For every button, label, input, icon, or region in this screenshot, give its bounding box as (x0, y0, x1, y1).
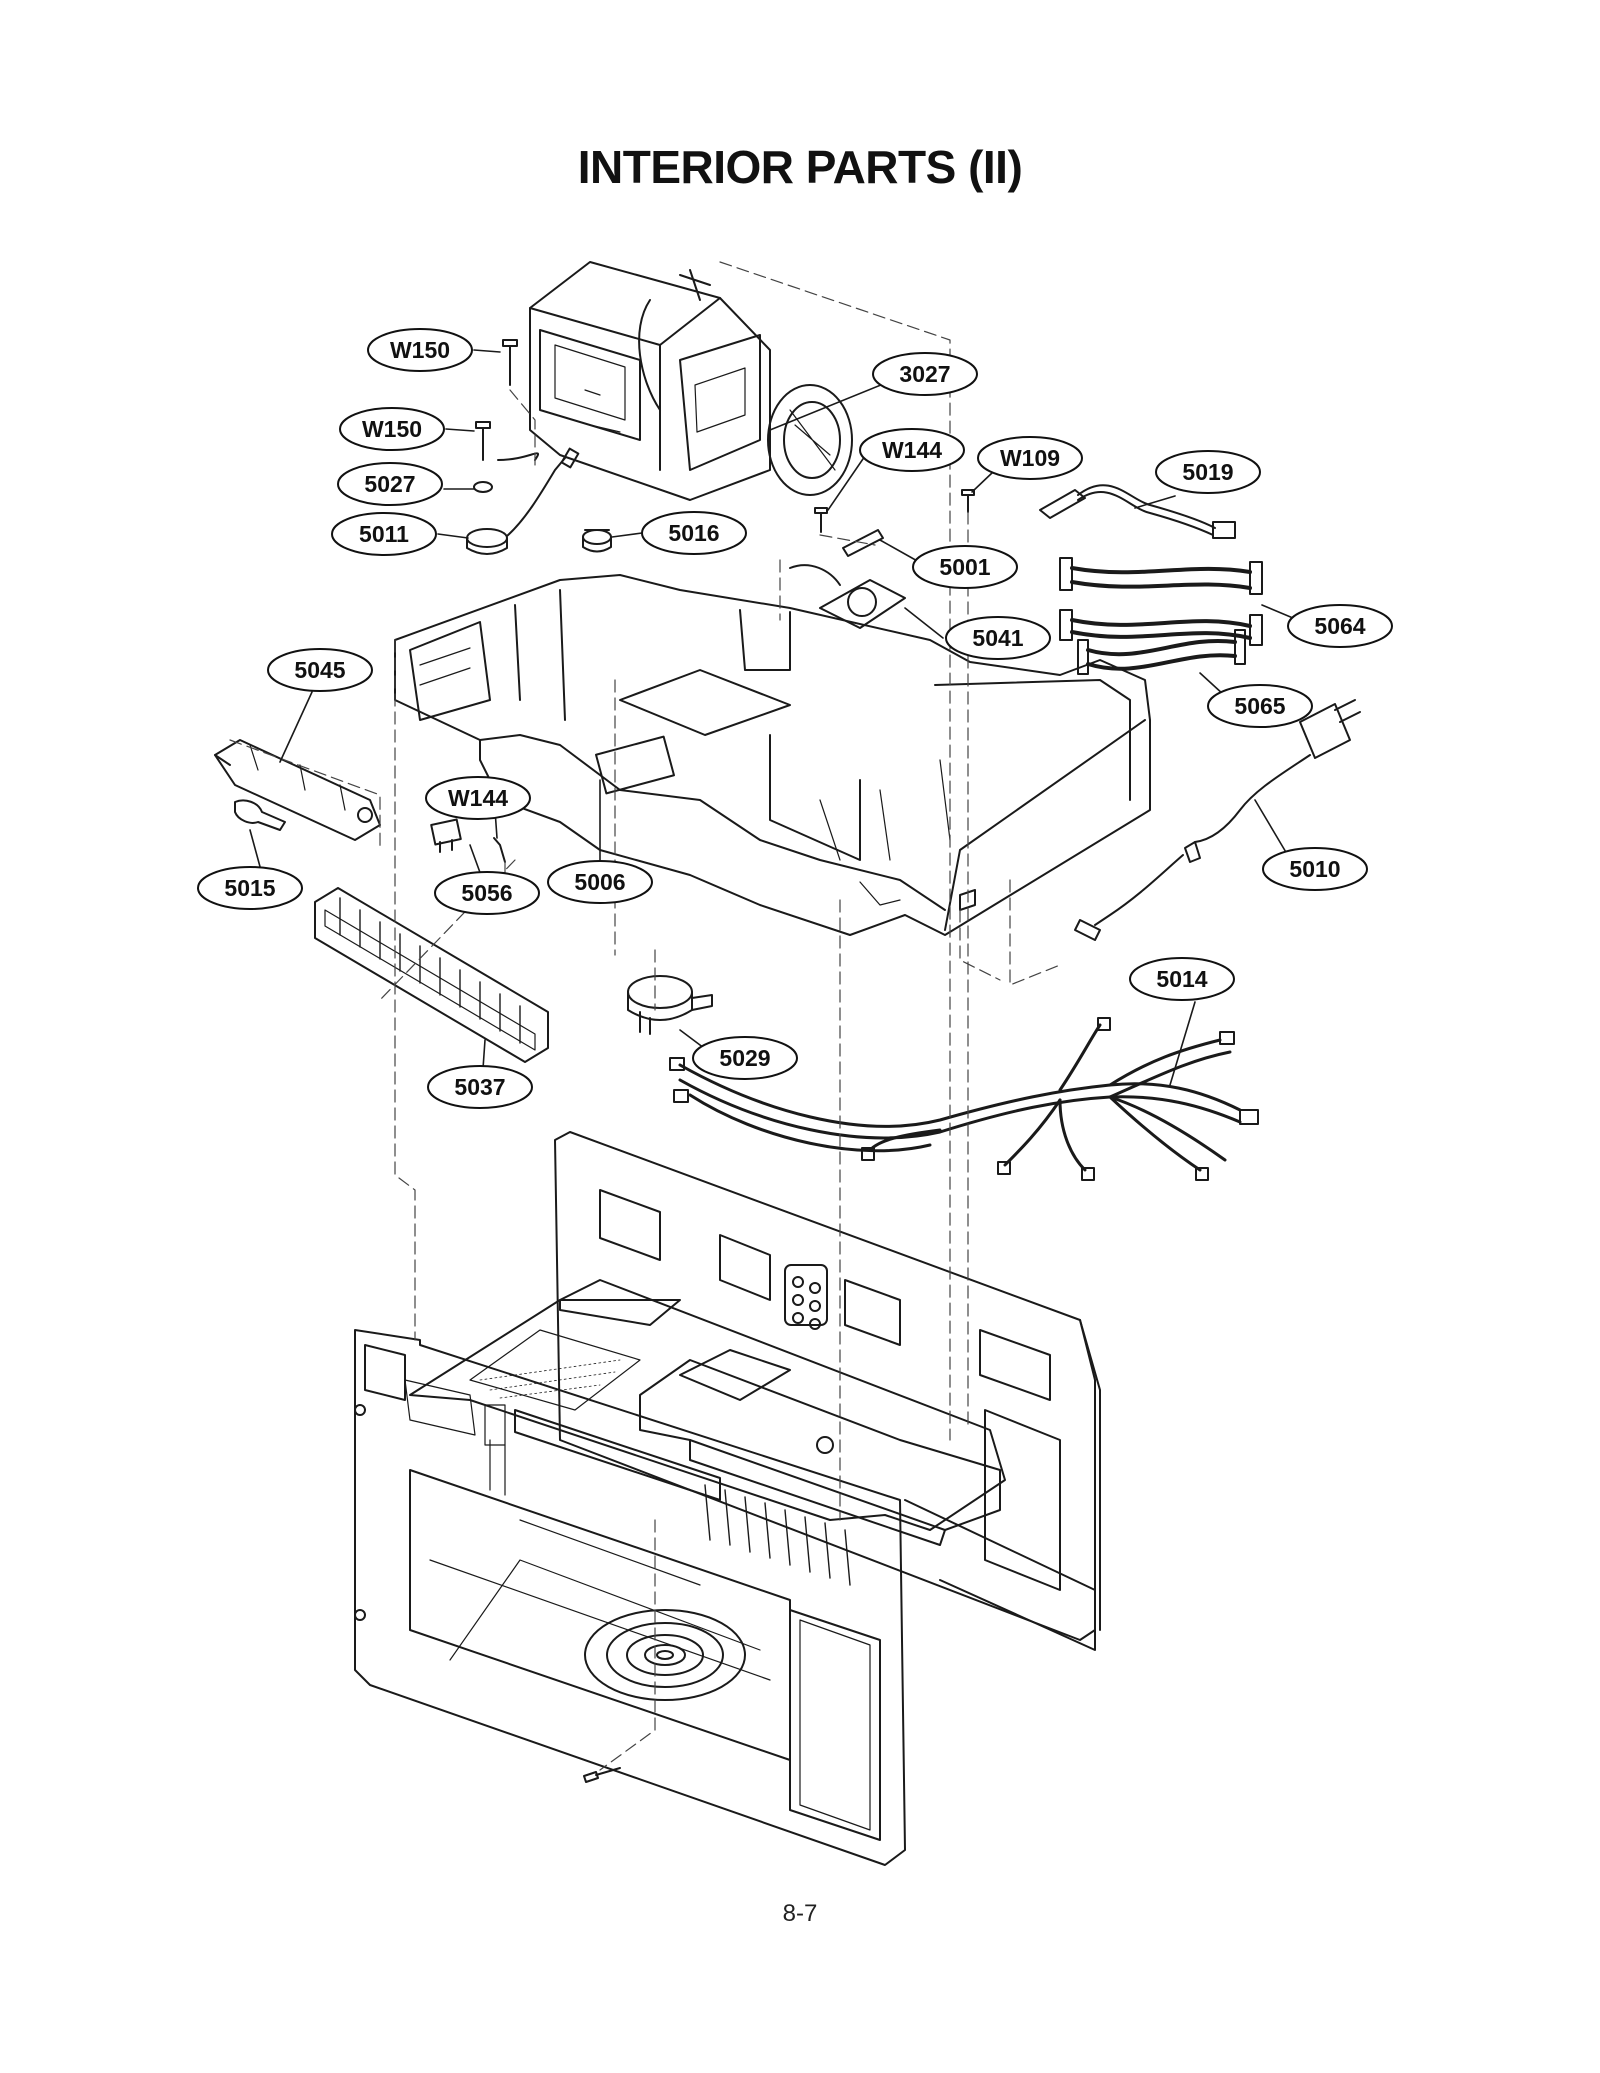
callout-5056: 5056 (434, 871, 540, 915)
switch-lever-5015 (234, 799, 286, 831)
svg-text:5029: 5029 (719, 1045, 770, 1071)
svg-text:5014: 5014 (1156, 966, 1207, 992)
callout-5029: 5029 (692, 1036, 798, 1080)
callout-5041: 5041 (945, 616, 1051, 660)
svg-text:5064: 5064 (1314, 613, 1365, 639)
svg-text:5011: 5011 (359, 521, 409, 547)
callout-5064: 5064 (1287, 604, 1393, 648)
base-plate-5006 (394, 574, 1151, 936)
svg-text:5056: 5056 (461, 880, 512, 906)
svg-text:W144: W144 (882, 437, 942, 463)
harness-5019 (1039, 484, 1236, 539)
screw-w150-lower (475, 421, 491, 461)
svg-text:5015: 5015 (224, 875, 275, 901)
page-number: 8-7 (782, 1900, 818, 1927)
callout-5045: 5045 (267, 648, 373, 692)
oven-cavity-chassis (354, 1131, 1101, 1866)
callout-w109: W109 (977, 436, 1083, 480)
callout-w144-left: W144 (425, 776, 531, 820)
page-title: INTERIOR PARTS (II) (577, 141, 1023, 193)
svg-text:W144: W144 (448, 785, 508, 811)
power-cord-5010 (1074, 699, 1361, 941)
callout-5014: 5014 (1129, 957, 1235, 1001)
callout-5015: 5015 (197, 866, 303, 910)
callout-5065: 5065 (1207, 684, 1313, 728)
svg-text:5010: 5010 (1289, 856, 1340, 882)
svg-text:W150: W150 (390, 337, 450, 363)
callout-5027: 5027 (337, 462, 443, 506)
screw-w109 (961, 489, 975, 513)
callout-5010: 5010 (1262, 847, 1368, 891)
svg-text:W150: W150 (362, 416, 422, 442)
latch-board-5045 (214, 739, 381, 841)
thermal-cutout-5011 (466, 447, 580, 555)
callout-3027: 3027 (872, 352, 978, 396)
svg-text:5019: 5019 (1182, 459, 1233, 485)
svg-text:5045: 5045 (294, 657, 345, 683)
callout-5019: 5019 (1155, 450, 1261, 494)
harness-5064 (1059, 557, 1263, 646)
svg-text:3027: 3027 (899, 361, 950, 387)
callout-5016: 5016 (641, 511, 747, 555)
svg-text:5001: 5001 (939, 554, 990, 580)
svg-text:W109: W109 (1000, 445, 1060, 471)
screw-w144-right (814, 507, 828, 533)
svg-text:5027: 5027 (364, 471, 415, 497)
callout-5011: 5011 (331, 512, 437, 556)
motor-5029 (627, 975, 713, 1035)
svg-text:5016: 5016 (668, 520, 719, 546)
svg-text:5065: 5065 (1234, 693, 1285, 719)
screw-bottom (583, 1767, 621, 1783)
vent-grille-5037 (314, 887, 549, 1063)
callouts: W150 W150 5027 5011 5016 3027 W144 W109 (197, 328, 1393, 1109)
thermostat-5016 (582, 529, 612, 553)
callout-w150-lower: W150 (339, 407, 445, 451)
washer-5027 (473, 481, 493, 493)
screw-w144-left (493, 837, 506, 863)
blower-motor-assembly (529, 261, 853, 501)
callout-5001: 5001 (912, 545, 1018, 589)
svg-text:5006: 5006 (574, 869, 625, 895)
svg-text:5041: 5041 (972, 625, 1023, 651)
screw-w150-top (502, 339, 518, 386)
switch-5056 (430, 818, 462, 853)
svg-text:5037: 5037 (454, 1074, 505, 1100)
callout-5037: 5037 (427, 1065, 533, 1109)
fuse-5001 (842, 529, 884, 557)
callout-w144-right: W144 (859, 428, 965, 472)
harness-5065 (1077, 629, 1246, 675)
main-wire-harness-5014 (669, 1017, 1259, 1181)
noise-filter-5041 (789, 564, 906, 629)
callout-w150-top: W150 (367, 328, 473, 372)
callout-5006: 5006 (547, 860, 653, 904)
alignment-lines (229, 261, 1061, 1771)
